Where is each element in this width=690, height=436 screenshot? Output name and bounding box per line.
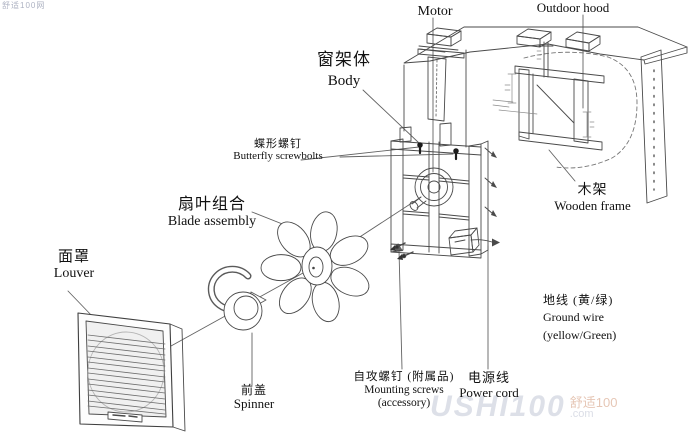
label-spinner: 前盖 Spinner	[228, 383, 280, 412]
louver-drawing	[77, 312, 186, 432]
label-blade-cn: 扇叶组合	[177, 196, 246, 213]
label-blade-assembly: 扇叶组合 Blade assembly	[158, 196, 266, 230]
spinner-drawing	[207, 265, 267, 331]
label-outdoor-hood: Outdoor hood	[528, 0, 618, 16]
wooden-frame-drawing	[403, 26, 688, 204]
label-mounting-cn: 自攻螺钉 (附属品)	[353, 371, 455, 383]
label-motor-en: Motor	[417, 4, 453, 19]
label-ground-wire-en1: Ground wire	[543, 310, 604, 325]
label-butterfly-en: Butterfly screwbolts	[233, 150, 323, 163]
label-louver-cn: 面罩	[57, 249, 90, 265]
label-mounting-en1: Mounting screws	[364, 383, 444, 396]
label-power-cord: 电源线 Power cord	[457, 370, 521, 400]
label-ground-wire-cn: 地线 (黄/绿)	[543, 293, 614, 307]
label-spinner-en: Spinner	[233, 396, 275, 412]
label-ground-wire: 地线 (黄/绿) Ground wire (yellow/Green)	[543, 292, 616, 344]
label-louver: 面罩 Louver	[44, 249, 104, 281]
label-mounting-en2: (accessory)	[377, 396, 431, 409]
label-wooden-frame: 木架 Wooden frame	[545, 183, 640, 213]
label-motor: Motor	[410, 4, 460, 20]
label-wooden-frame-cn: 木架	[577, 183, 608, 198]
body-drawing	[390, 122, 500, 260]
label-body: 窗架体 Body	[303, 50, 385, 90]
label-blade-en: Blade assembly	[167, 213, 257, 229]
label-body-cn: 窗架体	[317, 50, 371, 69]
label-spinner-cn: 前盖	[240, 383, 267, 397]
label-butterfly-screwbolts: 蝶形螺钉 Butterfly screwbolts	[228, 138, 328, 163]
label-wooden-frame-en: Wooden frame	[554, 197, 631, 213]
label-power-cord-cn: 电源线	[467, 370, 510, 385]
watermark-top-left: 舒适100网	[2, 1, 46, 10]
label-power-cord-en: Power cord	[459, 384, 519, 400]
label-outdoor-hood-en: Outdoor hood	[536, 0, 610, 15]
label-ground-wire-en2: (yellow/Green)	[543, 327, 617, 342]
label-butterfly-cn: 蝶形螺钉	[254, 138, 302, 150]
blade-assembly-drawing	[260, 211, 370, 323]
label-mounting-screws: 自攻螺钉 (附属品) Mounting screws (accessory)	[348, 371, 460, 410]
label-body-en: Body	[327, 73, 361, 90]
label-louver-en: Louver	[53, 265, 95, 281]
